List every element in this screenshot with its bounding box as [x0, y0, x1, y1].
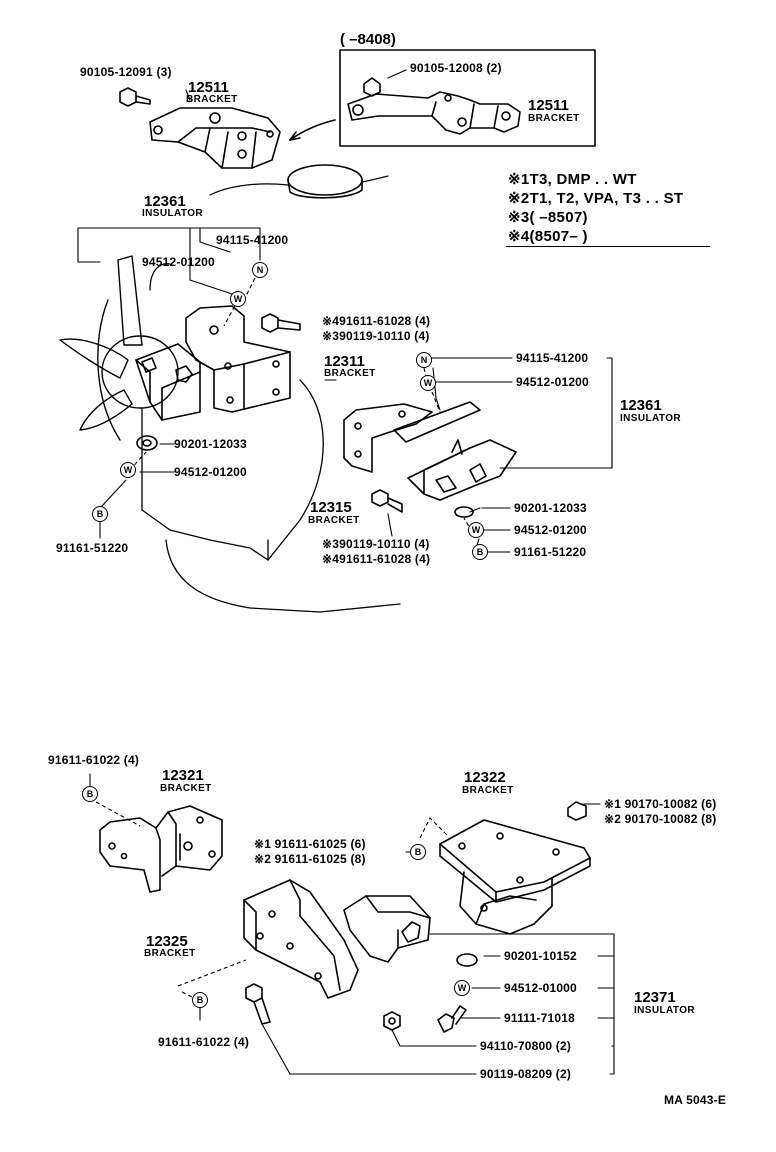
washer-symbol-w-12371: W: [454, 980, 470, 996]
nut-symbol-n-right: N: [416, 352, 432, 368]
part-91611-61022-bottom: 91611-61022 (4): [158, 1035, 250, 1049]
bracket-12322-label: BRACKET: [462, 785, 514, 796]
nut-symbol-n-top-left: N: [252, 262, 268, 278]
bracket-12321: [99, 805, 223, 893]
dash-b-12321: [95, 801, 141, 827]
washer-symbol-w-top-left: W: [230, 291, 246, 307]
note-4: ※4(8507– ): [508, 228, 588, 245]
part-12371: 12371: [634, 989, 676, 1006]
part-94512-01200-right: 94512-01200: [516, 375, 589, 389]
bracket-12511-left: [149, 107, 281, 169]
part-12311: 12311: [324, 353, 365, 370]
part-12322: 12322: [464, 769, 506, 786]
part-91611-61028-lower: ※491611-61028 (4): [322, 552, 431, 566]
part-90105-12091: 90105-12091 (3): [80, 65, 172, 79]
part-12361-left: 12361: [144, 193, 186, 210]
part-90170-10082-8: ※2 90170-10082 (8): [604, 812, 717, 826]
part-90119-08209: 90119-08209 (2): [480, 1067, 572, 1081]
part-90119-10110-lower: ※390119-10110 (4): [322, 537, 430, 551]
part-91611-61025-8: ※2 91611-61025 (8): [254, 852, 366, 866]
bracket-12315: [343, 403, 433, 473]
dash-n-top-left: [245, 271, 259, 297]
engine-block: [141, 263, 401, 613]
part-12325: 12325: [146, 933, 188, 950]
note-3: ※3( –8507): [508, 209, 588, 226]
bolt-symbol-b-lower-left: B: [92, 506, 108, 522]
bracket-12511-inset: [347, 77, 521, 135]
washer-symbol-w-right: W: [420, 375, 436, 391]
part-91161-51220-right: 91161-51220: [514, 545, 587, 559]
bracket-12311-label: BRACKET: [324, 368, 376, 379]
part-94115-41200-left: 94115-41200: [216, 233, 289, 247]
bolt-90105-12008: [363, 77, 381, 97]
bolt-symbol-b-lower-right: B: [472, 544, 488, 560]
part-91111-71018: 91111-71018: [504, 1011, 575, 1025]
inset-arrow: [289, 119, 336, 141]
part-90119-10110-top: ※390119-10110 (4): [322, 329, 430, 343]
bracket-12511-inset-label: BRACKET: [528, 113, 580, 124]
bolt-91111-71018: [437, 1005, 467, 1033]
part-12321: 12321: [162, 767, 204, 784]
part-90170-10082-6: ※1 90170-10082 (6): [604, 797, 717, 811]
bracket-12321-label: BRACKET: [160, 783, 212, 794]
part-94512-01200-lower-left: 94512-01200: [174, 465, 247, 479]
note-1: ※1T3, DMP . . WT: [508, 171, 637, 188]
insulator-12361-left: [135, 343, 201, 421]
part-12361-right: 12361: [620, 397, 662, 414]
bolt-91611-61028-top: [261, 313, 301, 333]
part-12511-left: 12511: [188, 79, 229, 96]
part-94512-01000: 94512-01000: [504, 981, 577, 995]
header-range-label: ( –8408): [340, 31, 396, 48]
washer-symbol-w-lower-left: W: [120, 462, 136, 478]
bolt-90119-10110-lower: [371, 489, 403, 513]
part-90105-12008: 90105-12008 (2): [410, 61, 502, 75]
part-91611-61022-top: 91611-61022 (4): [48, 753, 140, 767]
inset-box: [339, 49, 596, 147]
part-12315: 12315: [310, 499, 352, 516]
bracket-12311: [185, 305, 291, 413]
part-94512-01200-lower-right: 94512-01200: [514, 523, 587, 537]
bolt-symbol-b-12325: B: [192, 992, 208, 1008]
bracket-12325: [243, 879, 359, 999]
insulator-12361-left-label: INSULATOR: [142, 208, 204, 219]
part-91611-61025-6: ※1 91611-61025 (6): [254, 837, 366, 851]
diagram-code: MA 5043-E: [664, 1093, 727, 1107]
part-94115-41200-right: 94115-41200: [516, 351, 589, 365]
part-90201-10152: 90201-10152: [504, 949, 577, 963]
insulator-12361-right-label: INSULATOR: [620, 413, 682, 424]
bracket-12315-label: BRACKET: [308, 515, 360, 526]
washer-90201-12033-right: [454, 506, 474, 518]
part-94110-70800: 94110-70800 (2): [480, 1039, 572, 1053]
part-90201-12033-right: 90201-12033: [514, 501, 587, 515]
notes-underline: [506, 246, 710, 247]
bolt-symbol-b-12321: B: [82, 786, 98, 802]
bolt-90119-08209: [245, 983, 271, 1025]
bolt-90105-12091: [119, 87, 151, 107]
bracket-12325-label: BRACKET: [144, 948, 196, 959]
part-90201-12033-left: 90201-12033: [174, 437, 247, 451]
part-91611-61028-top: ※491611-61028 (4): [322, 314, 431, 328]
nut-90170-10082: [567, 801, 587, 821]
nut-94110-70800: [383, 1011, 401, 1031]
part-94512-01200-left: 94512-01200: [142, 255, 215, 269]
bracket-12511-left-label: BRACKET: [186, 94, 238, 105]
insulator-12371: [343, 895, 431, 963]
oil-filler-cap: [287, 164, 363, 196]
leader-lines-top: [77, 69, 613, 553]
cooling-fan: [59, 255, 179, 441]
washer-90201-10152: [456, 953, 478, 967]
part-12511-inset: 12511: [528, 97, 569, 114]
washer-90201-12033-left: [136, 435, 158, 451]
bracket-12322: [439, 801, 591, 935]
insulator-12361-right: [393, 401, 517, 501]
note-2: ※2T1, T2, VPA, T3 . . ST: [508, 190, 684, 207]
bolt-symbol-b-12322: B: [410, 844, 426, 860]
part-91161-51220-left: 91161-51220: [56, 541, 129, 555]
insulator-12371-label: INSULATOR: [634, 1005, 696, 1016]
washer-symbol-w-lower-right: W: [468, 522, 484, 538]
